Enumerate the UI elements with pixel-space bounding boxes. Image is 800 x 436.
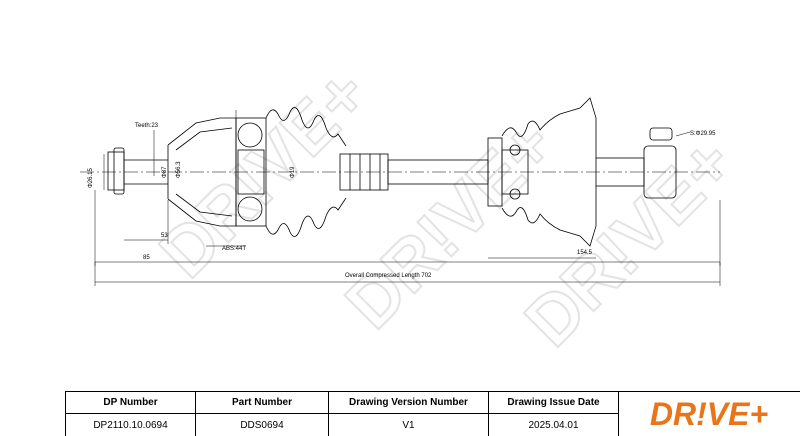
inner-boot-top: [501, 97, 597, 158]
inner-stub: [643, 145, 677, 199]
dim-d2: Φ87: [162, 166, 168, 178]
inner-boot-bottom: [501, 186, 597, 247]
logo-icon: DR!VE+: [650, 397, 768, 431]
value-issue-date: 2025.04.01: [489, 414, 619, 436]
shaft-geometry: [107, 97, 677, 247]
dim-abs: ABS:44T: [222, 246, 246, 252]
title-block: DP Number Part Number Drawing Version Nu…: [65, 391, 800, 436]
brand-logo: DR!VE+: [618, 392, 800, 436]
outer-stub-end: [113, 147, 125, 195]
value-version: V1: [329, 414, 489, 436]
outer-boot-top: [265, 107, 347, 147]
dim-d1: Φ26.15: [88, 168, 94, 188]
header-dp-number: DP Number: [66, 392, 196, 414]
outer-cv-cage: [235, 117, 267, 227]
dim-154: 154.5: [577, 250, 593, 256]
dim-d3: Φ56.3: [176, 161, 182, 178]
dim-85: 85: [143, 255, 150, 261]
dim-overall: Overall Compressed Length 702: [345, 273, 432, 279]
shaft-drawing: DR!VE+ DR!VE+ DR!VE+: [80, 53, 749, 362]
watermark-group: DR!VE+ DR!VE+ DR!VE+: [144, 53, 749, 362]
header-part-number: Part Number: [196, 392, 329, 414]
header-issue-date: Drawing Issue Date: [489, 392, 619, 414]
dim-53: 53: [161, 233, 168, 239]
outer-boot-bottom: [265, 197, 347, 237]
circlip: [649, 127, 673, 141]
value-part-number: DDS0694: [196, 414, 329, 436]
dimension-lines: [94, 110, 721, 286]
cv-ball-top: [237, 122, 263, 148]
dim-teeth: Teeth:23: [135, 123, 159, 129]
cv-ball-bottom: [237, 196, 263, 222]
value-dp-number: DP2110.10.0694: [66, 414, 196, 436]
logo-text: DR!VE+: [650, 397, 768, 431]
header-version: Drawing Version Number: [329, 392, 489, 414]
outer-stub: [107, 151, 125, 191]
dim-spline: S:Φ29.95: [690, 131, 716, 137]
dim-d4: Φ19: [290, 166, 296, 178]
